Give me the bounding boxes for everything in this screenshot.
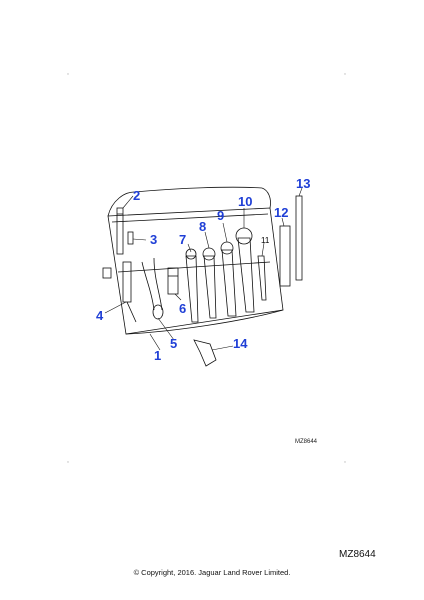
spanner-10: [235, 227, 255, 313]
callout-11: 11: [261, 236, 270, 245]
callout-3: 3: [150, 232, 157, 247]
callout-8: 8: [199, 219, 206, 234]
diagram-ref-large: MZ8644: [339, 549, 376, 560]
callout-14: 14: [233, 336, 248, 351]
diagram-ref-small: MZ8644: [295, 439, 318, 445]
spanner-9: [220, 241, 237, 317]
copyright-notice: © Copyright, 2016. Jaguar Land Rover Lim…: [133, 568, 291, 577]
spanner-8: [202, 247, 217, 319]
callout-12: 12: [274, 205, 288, 220]
small-bit: [127, 231, 134, 245]
callout-10: 10: [238, 194, 252, 209]
pliers: [141, 257, 164, 320]
spark-plug-socket: [167, 267, 179, 295]
callout-13: 13: [296, 176, 310, 191]
extension-tube: [116, 207, 124, 255]
callout-6: 6: [179, 301, 186, 316]
callout-2: 2: [133, 188, 140, 203]
spanner-7: [185, 248, 199, 323]
leader-lines: [104, 187, 303, 351]
callout-1: 1: [154, 348, 161, 363]
screwdriver: [122, 261, 137, 323]
callout-9: 9: [217, 208, 224, 223]
callout-5: 5: [170, 336, 177, 351]
tool-roll: [102, 186, 284, 335]
callout-4: 4: [96, 308, 104, 323]
plug-key: [193, 339, 217, 367]
box-spanner: [279, 225, 291, 287]
tommy-bar: [295, 195, 303, 281]
callout-7: 7: [179, 232, 186, 247]
